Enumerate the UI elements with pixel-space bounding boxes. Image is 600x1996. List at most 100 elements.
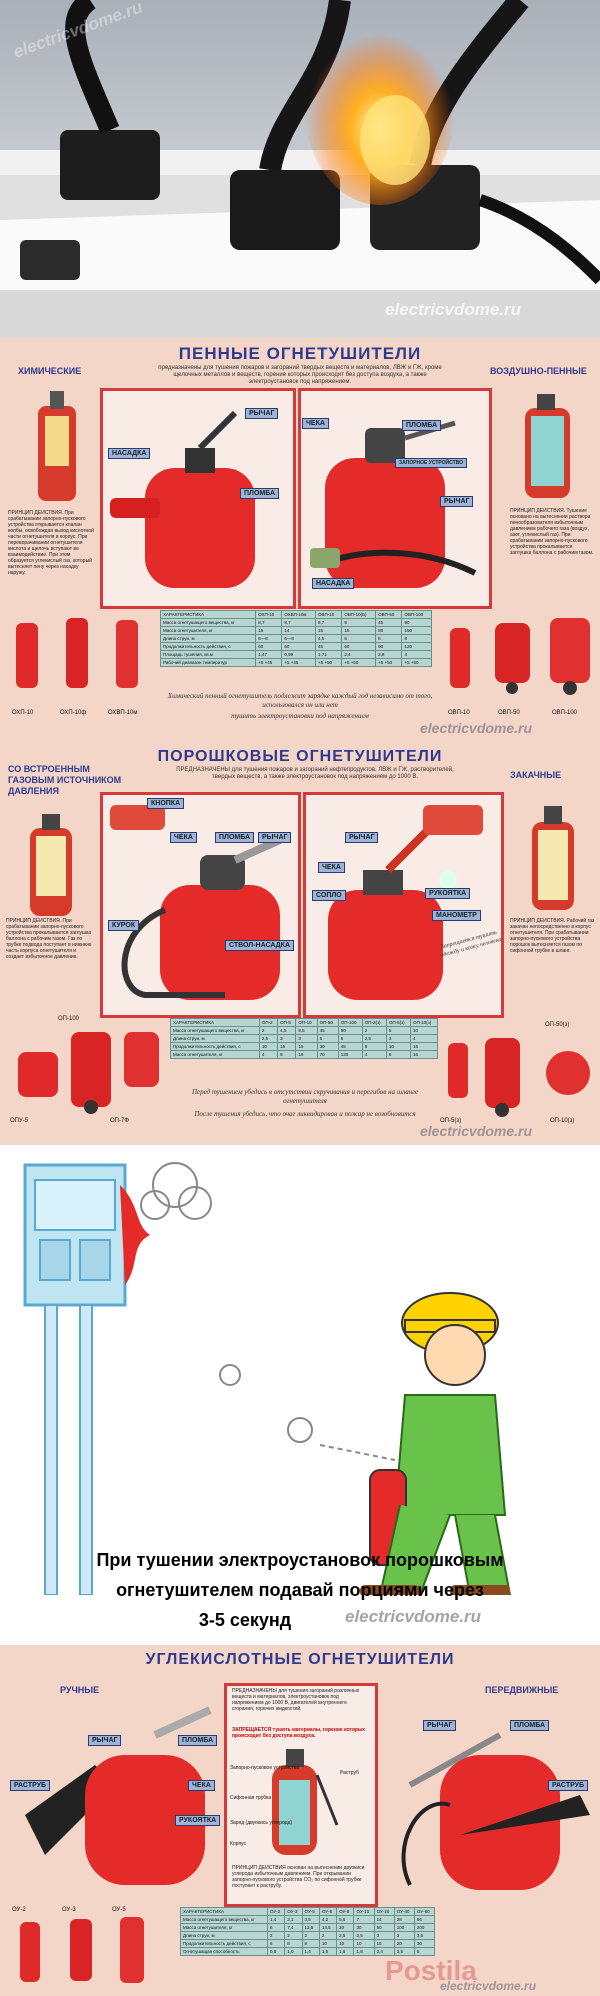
photo-watermark: electricvdome.ru — [385, 300, 522, 319]
powder-tag-gauge: МАНОМЕТР — [432, 910, 481, 921]
powder-tag-button: КНОПКА — [147, 798, 185, 809]
co2-tag-check: ЧЕКА — [188, 1780, 215, 1791]
co2-hand-extinguisher — [25, 1706, 212, 1885]
powder-extinguishers-poster: ПОРОШКОВЫЕ ОГНЕТУШИТЕЛИ ПРЕДНАЗНАЧЕНЫ дл… — [0, 740, 600, 1145]
foam-left-head: ХИМИЧЕСКИЕ — [18, 366, 82, 376]
foam-air-models — [450, 618, 590, 695]
powder-tag-seal: ПЛОМБА — [215, 832, 255, 843]
co2-right-head: ПЕРЕДВИЖНЫЕ — [485, 1685, 559, 1695]
powder-subtitle: ПРЕДНАЗНАЧЕНЫ для тушения пожаров и заго… — [176, 767, 454, 780]
co2-forbidden: ЗАПРЕЩАЕТСЯ тушить материалы, горение ко… — [232, 1727, 365, 1739]
foam-air-cutaway — [525, 394, 570, 498]
powder-tag-handle: РУКОЯТКА — [425, 888, 471, 899]
co2-tag-horn: РАСТРУБ — [10, 1780, 51, 1791]
foam-tag-valve: ЗАПОРНОЕ УСТРОЙСТВО — [395, 458, 468, 468]
co2-title: УГЛЕКИСЛОТНЫЕ ОГНЕТУШИТЕЛИ — [145, 1651, 455, 1668]
co2-label-body: Корпус — [230, 1841, 247, 1847]
foam-caption-1: ОХП-10 — [12, 710, 34, 716]
powder-stored-models — [448, 1038, 590, 1117]
foam-tag-seal: ПЛОМБА — [402, 420, 442, 431]
co2-small-models — [20, 1917, 144, 1983]
foam-title: ПЕННЫЕ ОГНЕТУШИТЕЛИ — [178, 344, 422, 363]
co2-subtitle: ПРЕДНАЗНАЧЕНЫ для тушения загораний разл… — [232, 1688, 360, 1712]
cartoon-safety-illustration: При тушении электроустановок порошковым … — [0, 1145, 600, 1645]
powder-tag-check: ЧЕКА — [170, 832, 197, 843]
co2-tag-horn2: РАСТРУБ — [548, 1780, 589, 1791]
foam-tag-nozzle: НАСАДКА — [108, 448, 151, 459]
co2-tag-lever: РЫЧАГ — [88, 1735, 122, 1746]
powder-title: ПОРОШКОВЫЕ ОГНЕТУШИТЕЛИ — [157, 748, 443, 765]
foam-chemical-extinguisher — [110, 410, 255, 588]
powder-tag-lever: РЫЧАГ — [258, 832, 292, 843]
table-row: Рабочий диапазон температур+5 +45+5 +45+… — [159, 658, 432, 667]
foam-tag-float: ПЛОМБА — [240, 488, 280, 499]
powder-watermark: electricvdome.ru — [420, 1123, 533, 1139]
co2-watermark: electricvdome.ru — [440, 1979, 537, 1993]
powder-stored-cutaway — [532, 806, 574, 910]
foam-chemical-cutaway — [38, 391, 76, 501]
worker-extinguishing-panel — [0, 1162, 600, 1597]
foam-tag-nozzle2: НАСАДКА — [312, 578, 355, 589]
foam-note: Химический пенный огнетушитель подлежит … — [167, 692, 433, 709]
foam-right-principle: ПРИНЦИП ДЕЙСТВИЯ. Тушение основано на вы… — [510, 508, 594, 556]
co2-label-tube: Сифонная трубка — [230, 1795, 272, 1801]
foam-caption-6: ОВП-100 — [552, 710, 577, 716]
co2-wheeled-extinguisher — [401, 1732, 590, 1890]
foam-caption-2: ОХП-10ф — [60, 710, 87, 716]
cartoon-caption-line2: огнетушителем подавай порциями через — [116, 1580, 484, 1600]
co2-cutaway — [272, 1749, 339, 1855]
burning-socket-photo: electricvdome.ru electricvdome.ru — [0, 0, 600, 338]
foam-extinguishers-poster: ПЕННЫЕ ОГНЕТУШИТЕЛИ предназначены для ту… — [0, 338, 600, 740]
powder-tag-trigger: КУРОК — [108, 920, 140, 931]
foam-tag-check: ЧЕКА — [302, 418, 329, 429]
powder-caption-6: ОП-50(з) — [545, 1022, 570, 1028]
powder-gas-extinguisher — [110, 805, 282, 1000]
burning-socket-illustration — [0, 0, 600, 338]
co2-tag-seal2: ПЛОМБА — [510, 1720, 550, 1731]
powder-tag-check2: ЧЕКА — [318, 862, 345, 873]
cartoon-watermark: electricvdome.ru — [345, 1607, 482, 1626]
co2-label-horn: Раструб — [340, 1770, 359, 1776]
co2-extinguishers-poster: УГЛЕКИСЛОТНЫЕ ОГНЕТУШИТЕЛИ РУЧНЫЕ ПЕРЕДВ… — [0, 1645, 600, 1996]
co2-center-principle: ПРИНЦИП ДЕЙСТВИЯ основан на вытеснении д… — [232, 1865, 365, 1889]
foam-caption-4: ОВП-10 — [448, 710, 470, 716]
foam-air-extinguisher — [310, 420, 477, 588]
powder-right-principle: ПРИНЦИП ДЕЙСТВИЯ. Рабочий газ закачан не… — [510, 918, 595, 954]
powder-caption-3: ОП-7Ф — [110, 1118, 129, 1124]
powder-stored-extinguisher — [328, 805, 483, 1000]
powder-left-principle: ПРИНЦИП ДЕЙСТВИЯ. При срабатывании запор… — [6, 918, 92, 960]
powder-tag-nozzle: СОПЛО — [312, 890, 346, 901]
cartoon-caption-line3: 3-5 секунд — [198, 1610, 292, 1630]
co2-label-valve: Запорно-пусковое устройство — [230, 1765, 300, 1771]
co2-left-head: РУЧНЫЕ — [60, 1685, 100, 1695]
powder-caption-4: ОП-5(з) — [440, 1118, 462, 1124]
powder-tag-lever2: РЫЧАГ — [345, 832, 379, 843]
powder-left-head: СО ВСТРОЕННЫМ ГАЗОВЫМ ИСТОЧНИКОМ ДАВЛЕНИ… — [8, 764, 122, 796]
co2-tag-handle: РУКОЯТКА — [175, 1815, 221, 1826]
co2-tag-seal: ПЛОМБА — [178, 1735, 218, 1746]
powder-caption-1: ОП-100 — [58, 1016, 79, 1022]
foam-caption-5: ОВП-50 — [498, 710, 520, 716]
foam-left-principle: ПРИНЦИП ДЕЙСТВИЯ. При срабатывании запор… — [8, 510, 94, 576]
co2-caption-1: ОУ-2 — [12, 1907, 26, 1913]
powder-note: Перед тушением убедись в отсутствии скру… — [191, 1088, 419, 1105]
foam-note-2: тушить электроустановки под напряжением — [231, 712, 369, 720]
powder-gas-cutaway — [30, 814, 72, 916]
foam-chemical-models — [16, 618, 138, 688]
